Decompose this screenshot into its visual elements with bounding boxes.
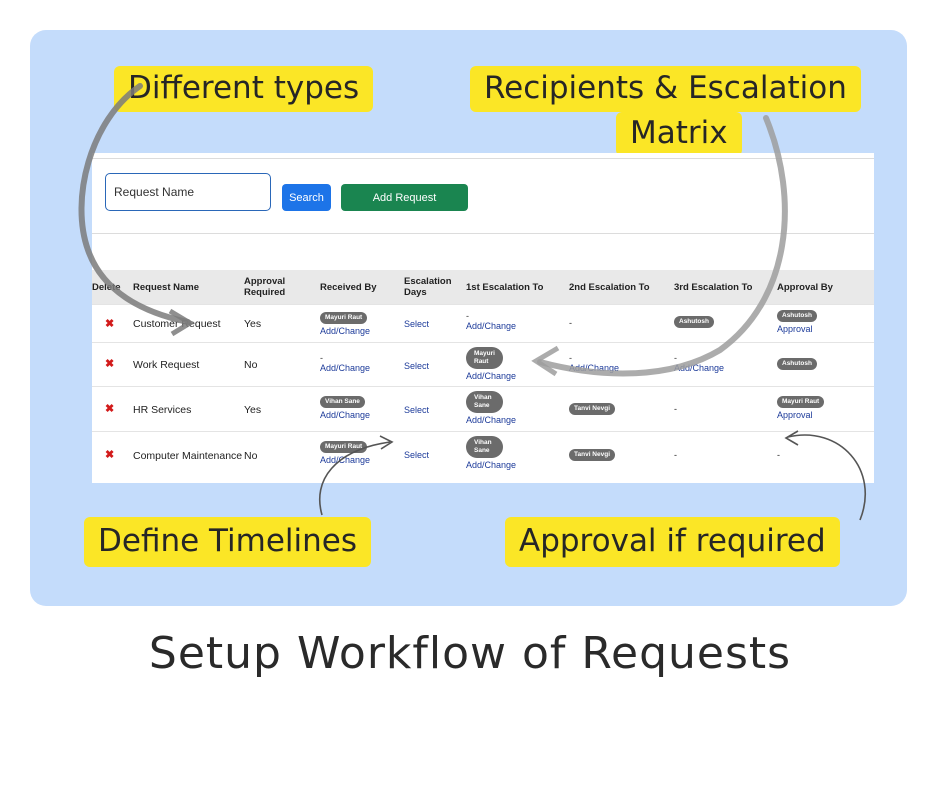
assignee-pill: Ashutosh	[777, 358, 817, 370]
esc3-cell: Ashutosh	[674, 315, 714, 328]
add-change-link[interactable]: Add/Change	[320, 410, 371, 420]
delete-icon[interactable]: ✖	[105, 358, 115, 370]
approval-link[interactable]: Approval	[777, 410, 813, 420]
esc1-cell: Vihan Sane Add/Change	[466, 436, 516, 470]
add-change-link[interactable]: Add/Change	[466, 321, 517, 331]
col-delete: Delete	[92, 282, 121, 293]
divider	[92, 158, 874, 159]
escalation-days-select[interactable]: Select	[404, 361, 430, 371]
esc1-cell: Vihan Sane Add/Change	[466, 391, 516, 425]
add-change-link[interactable]: Add/Change	[674, 363, 725, 373]
empty-value: -	[320, 353, 323, 363]
request-name: HR Services	[133, 404, 192, 416]
approval-required: No	[244, 450, 258, 462]
assignee-pill: Ashutosh	[674, 316, 714, 328]
request-name: Work Request	[133, 359, 200, 371]
empty-value: -	[674, 353, 677, 363]
col-approval-required-line1: Approval	[244, 276, 286, 287]
approval-required: Yes	[244, 404, 262, 416]
col-esc1: 1st Escalation To	[466, 282, 544, 293]
approval-by-value: -	[777, 450, 780, 460]
assignee-pill: Ashutosh	[777, 310, 817, 322]
esc2-cell: Tanvi Nevgi	[569, 402, 616, 415]
escalation-days-select[interactable]: Select	[404, 405, 430, 415]
col-escalation-days-line1: Escalation	[404, 276, 452, 287]
col-received-by: Received By	[320, 282, 377, 293]
page-title: Setup Workflow of Requests	[148, 628, 792, 679]
received-by-cell: Mayuri Raut Add/Change	[320, 440, 370, 465]
col-approval-required-line2: Required	[244, 287, 286, 298]
assignee-pill: Vihan Sane	[466, 391, 503, 413]
delete-icon[interactable]: ✖	[105, 318, 115, 330]
esc3-value: -	[674, 450, 677, 460]
add-change-link[interactable]: Add/Change	[466, 371, 517, 381]
esc3-value: -	[674, 404, 677, 414]
table-row: ✖ Work Request No - Add/Change Select Ma…	[92, 342, 874, 387]
callout-recipients-line2: Matrix	[616, 112, 742, 156]
approval-by-cell: Ashutosh Approval	[777, 309, 817, 334]
add-change-link[interactable]: Add/Change	[320, 326, 371, 336]
received-by-cell: Mayuri Raut Add/Change	[320, 311, 370, 336]
table-row: ✖ HR Services Yes Vihan Sane Add/Change …	[92, 386, 874, 432]
approval-required: Yes	[244, 318, 262, 330]
escalation-days-select[interactable]: Select	[404, 450, 430, 460]
col-request-name: Request Name	[133, 282, 199, 293]
assignee-pill: Vihan Sane	[466, 436, 503, 458]
delete-icon[interactable]: ✖	[105, 449, 115, 461]
col-escalation-days-line2: Days	[404, 287, 427, 298]
col-approval-required: Approval Required	[244, 276, 285, 298]
assignee-pill: Mayuri Raut	[320, 312, 368, 324]
col-esc2: 2nd Escalation To	[569, 282, 650, 293]
request-name: Computer Maintenance	[133, 450, 243, 462]
delete-icon[interactable]: ✖	[105, 403, 115, 415]
table-row: ✖ Customer Request Yes Mayuri Raut Add/C…	[92, 304, 874, 343]
assignee-pill: Mayuri Raut	[777, 396, 825, 408]
approval-by-cell: Mayuri Raut Approval	[777, 395, 825, 420]
empty-value: -	[466, 311, 469, 321]
col-approval-by: Approval By	[777, 282, 833, 293]
esc2-value: -	[569, 318, 572, 328]
add-change-link[interactable]: Add/Change	[466, 460, 517, 470]
callout-define-timelines: Define Timelines	[84, 517, 372, 567]
request-name-input[interactable]	[105, 173, 271, 211]
received-by-cell: - Add/Change	[320, 353, 370, 373]
add-change-link[interactable]: Add/Change	[320, 363, 371, 373]
esc1-cell: Mayuri Raut Add/Change	[466, 347, 516, 381]
esc3-cell: - Add/Change	[674, 353, 724, 373]
add-change-link[interactable]: Add/Change	[320, 455, 371, 465]
search-button[interactable]: Search	[282, 184, 331, 211]
assignee-pill: Mayuri Raut	[320, 441, 368, 453]
esc2-cell: Tanvi Nevgi	[569, 448, 616, 461]
escalation-days-select[interactable]: Select	[404, 319, 430, 329]
esc1-cell: - Add/Change	[466, 311, 516, 331]
callout-approval-if-required: Approval if required	[505, 517, 840, 567]
col-esc3: 3rd Escalation To	[674, 282, 753, 293]
divider	[92, 233, 874, 234]
empty-value: -	[569, 353, 572, 363]
table-row: ✖ Computer Maintenance No Mayuri Raut Ad…	[92, 431, 874, 478]
assignee-pill: Mayuri Raut	[466, 347, 503, 369]
add-change-link[interactable]: Add/Change	[466, 415, 517, 425]
approval-link[interactable]: Approval	[777, 324, 813, 334]
add-change-link[interactable]: Add/Change	[569, 363, 620, 373]
table-header: Delete Request Name Approval Required Re…	[92, 270, 874, 304]
app-screenshot: Search Add Request Delete Request Name A…	[92, 153, 874, 483]
received-by-cell: Vihan Sane Add/Change	[320, 395, 370, 420]
assignee-pill: Tanvi Nevgi	[569, 403, 616, 415]
add-request-button[interactable]: Add Request	[341, 184, 468, 211]
request-name: Customer Request	[133, 318, 221, 330]
approval-required: No	[244, 359, 258, 371]
assignee-pill: Tanvi Nevgi	[569, 449, 616, 461]
col-escalation-days: Escalation Days	[404, 276, 452, 298]
callout-different-types: Different types	[114, 66, 374, 112]
assignee-pill: Vihan Sane	[320, 396, 365, 408]
callout-recipients-line1: Recipients & Escalation	[470, 66, 861, 112]
approval-by-cell: Ashutosh	[777, 357, 817, 370]
esc2-cell: - Add/Change	[569, 353, 619, 373]
